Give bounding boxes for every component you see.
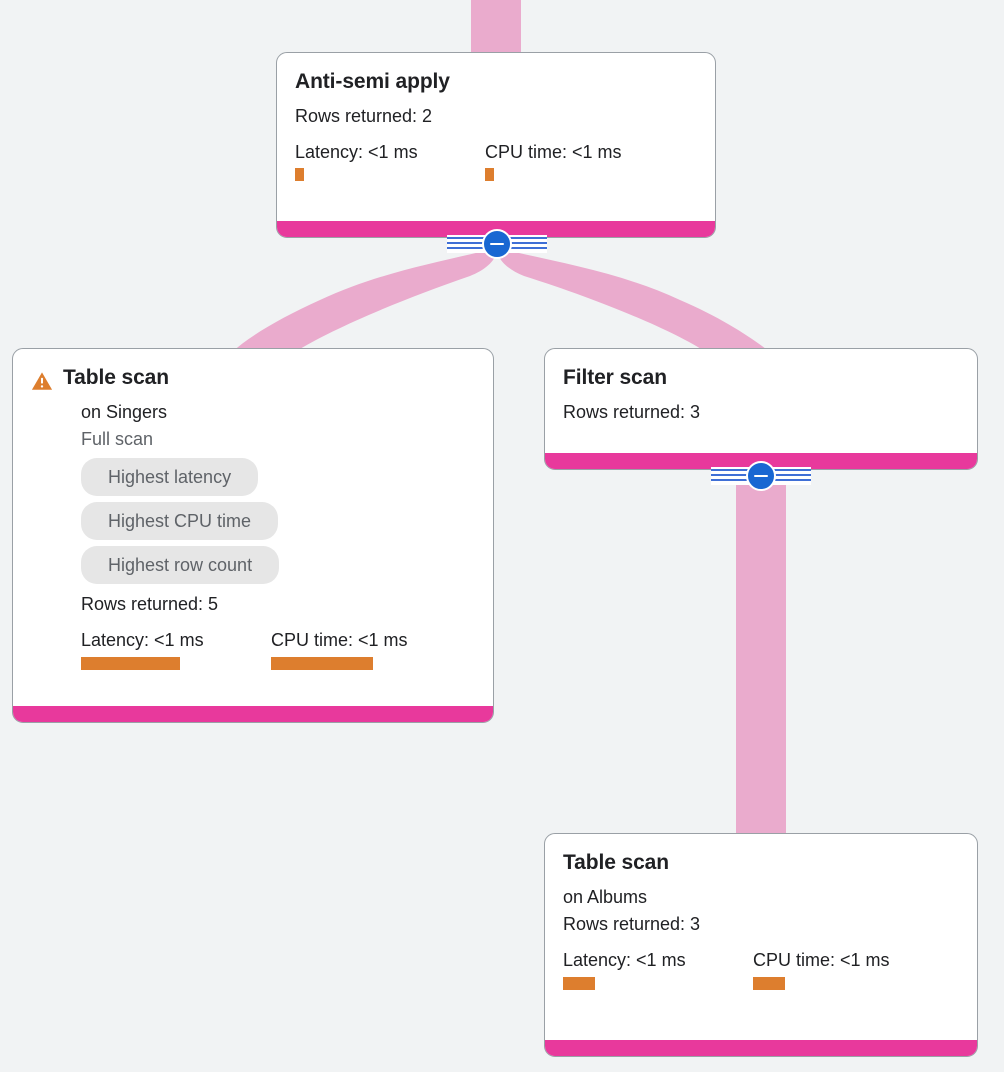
minus-circle-icon[interactable] [746,461,776,491]
node-rows-returned: Rows returned: 3 [563,401,701,422]
node-body: Table scan on Albums Rows returned: 3 La… [545,834,977,1040]
plan-node-table-scan-albums[interactable]: Table scan on Albums Rows returned: 3 La… [544,833,978,1057]
chip-highest-latency[interactable]: Highest latency [81,458,259,497]
node-subtitle: on Singers [81,402,168,422]
metric-cpu-time-bar [485,168,494,182]
metric-cpu-time: CPU time: <1 ms [485,141,622,182]
metric-latency-label: Latency: <1 ms [295,141,418,162]
node-header: Table scan [563,850,959,877]
chip-highest-row-count[interactable]: Highest row count [81,546,280,585]
metric-latency-bar [295,168,304,182]
metric-latency-label: Latency: <1 ms [81,630,204,651]
node-rows-returned: Rows returned: 3 [563,913,701,934]
metric-cpu-time: CPU time: <1 ms [271,629,408,670]
edge-anti-semi-apply-to-table-scan-singers [232,248,497,352]
metric-latency-label: Latency: <1 ms [563,950,686,971]
node-title: Table scan [563,851,669,874]
collapse-toggle-filter-scan[interactable] [711,460,811,492]
metric-cpu-time: CPU time: <1 ms [753,949,890,990]
edge-filter-scan-to-table-scan-albums [736,478,786,838]
node-accent-bar [545,1040,977,1056]
metric-cpu-time-label: CPU time: <1 ms [485,141,622,162]
node-rows-returned: Rows returned: 2 [295,105,433,126]
metric-cpu-time-bar [271,656,373,670]
node-details: on Singers Full scan Highest latency Hig… [31,399,475,670]
node-chip-list: Highest latency Highest CPU time Highest… [81,458,475,585]
warning-triangle-icon [31,372,53,390]
node-title: Filter scan [563,366,667,389]
plan-node-filter-scan[interactable]: Filter scan Rows returned: 3 [544,348,978,470]
node-body: Anti-semi apply Rows returned: 2 Latency… [277,53,715,221]
node-metrics: Latency: <1 ms CPU time: <1 ms [563,949,959,990]
node-header: Anti-semi apply [295,69,697,96]
node-header: Filter scan [563,365,959,392]
node-body: Table scan on Singers Full scan Highest … [13,349,493,706]
node-metrics: Latency: <1 ms CPU time: <1 ms [295,141,697,182]
node-body: Filter scan Rows returned: 3 [545,349,977,453]
metric-cpu-time-label: CPU time: <1 ms [271,630,408,651]
node-title: Anti-semi apply [295,70,450,93]
collapse-toggle-anti-semi-apply[interactable] [447,228,547,260]
metric-latency: Latency: <1 ms [81,629,271,670]
metric-cpu-time-bar [753,976,785,990]
node-rows-returned: Rows returned: 5 [81,594,219,615]
node-subtitle: on Albums [563,886,648,907]
plan-node-anti-semi-apply[interactable]: Anti-semi apply Rows returned: 2 Latency… [276,52,716,238]
node-note: Full scan [81,429,154,450]
node-metrics: Latency: <1 ms CPU time: <1 ms [81,629,475,670]
node-accent-bar [13,706,493,722]
node-title: Table scan [63,366,169,389]
plan-node-table-scan-singers[interactable]: Table scan on Singers Full scan Highest … [12,348,494,723]
metric-latency-bar [81,656,180,670]
chip-highest-cpu-time[interactable]: Highest CPU time [81,502,279,541]
edge-anti-semi-apply-to-filter-scan [497,248,770,352]
metric-cpu-time-label: CPU time: <1 ms [753,950,890,971]
node-header: Table scan [31,365,475,392]
metric-latency: Latency: <1 ms [563,949,753,990]
minus-circle-icon[interactable] [482,229,512,259]
metric-latency: Latency: <1 ms [295,141,485,182]
metric-latency-bar [563,976,595,990]
edge-into-anti-semi-apply [471,0,521,54]
